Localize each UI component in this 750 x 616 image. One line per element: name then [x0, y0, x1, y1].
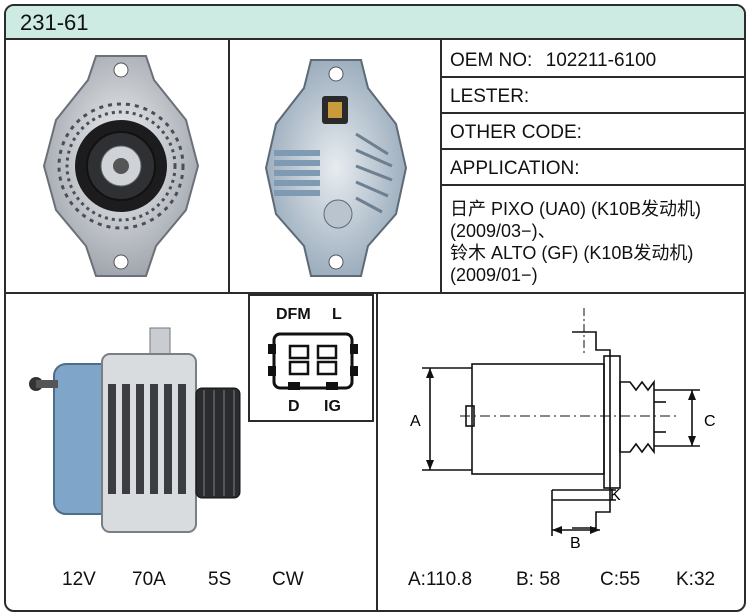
divider-bottom-1	[376, 292, 378, 610]
divider-top-2	[440, 40, 442, 294]
dimension-value-b: B: 58	[516, 569, 561, 590]
plug-diagram-box: DFM L D IG	[248, 294, 374, 422]
other-code-label: OTHER CODE:	[450, 122, 582, 143]
dimension-label-a: A	[410, 413, 421, 430]
plug-connector-icon	[268, 332, 358, 390]
divider-middle	[6, 292, 744, 294]
application-line: (2009/01−)	[450, 265, 538, 285]
spec-pulley: 5S	[208, 569, 232, 590]
plug-terminal-ig: IG	[324, 398, 341, 415]
title-bar: 231-61	[6, 6, 744, 40]
datasheet: 231-61 OEM NO: 102211-6100 LESTER: OTHER…	[4, 4, 746, 612]
application-label: APPLICATION:	[450, 158, 580, 179]
divider-info-1	[440, 76, 744, 78]
dimension-label-b: B	[570, 535, 581, 552]
application-line: 日产 PIXO (UA0) (K10B发动机)	[450, 199, 702, 219]
part-number-title: 231-61	[20, 10, 89, 35]
spec-rotation: CW	[272, 569, 304, 590]
application-list: 日产 PIXO (UA0) (K10B发动机) (2009/03−)、 铃木 A…	[450, 198, 701, 286]
dimension-value-a: A:110.8	[408, 569, 473, 590]
oem-value: 102211-6100	[545, 50, 657, 71]
divider-info-4	[440, 184, 744, 186]
divider-info-2	[440, 112, 744, 114]
plug-terminal-dfm: DFM	[276, 306, 311, 323]
application-line: (2009/03−)、	[450, 221, 556, 241]
oem-label: OEM NO:	[450, 50, 533, 71]
oem-row: OEM NO: 102211-6100	[450, 50, 656, 72]
lester-label: LESTER:	[450, 86, 530, 107]
dimension-value-k: K:32	[676, 569, 716, 590]
alternator-side-photo	[29, 327, 241, 533]
divider-top-1	[228, 40, 230, 294]
application-line: 铃木 ALTO (GF) (K10B发动机)	[450, 243, 694, 263]
alternator-front-photo	[42, 55, 200, 277]
spec-voltage: 12V	[62, 569, 96, 590]
dimension-label-k: K	[610, 487, 621, 504]
alternator-rear-photo	[264, 59, 408, 277]
dimension-label-c: C	[704, 413, 716, 430]
dimension-value-c: C:55	[600, 569, 641, 590]
plug-terminal-d: D	[288, 398, 300, 415]
divider-info-3	[440, 148, 744, 150]
dimension-drawing: A C B K	[410, 308, 716, 552]
plug-terminal-l: L	[332, 306, 342, 323]
spec-amperage: 70A	[132, 569, 166, 590]
